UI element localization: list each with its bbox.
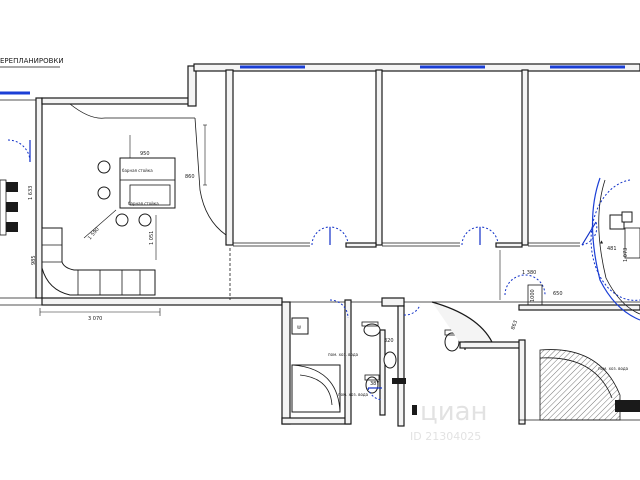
outer-walls <box>41 63 640 311</box>
dim-1051: 1 051 <box>149 231 155 245</box>
watermark-id: ID 21304025 <box>410 430 481 443</box>
dim-marker: ▲ <box>600 239 604 244</box>
dim-985: 985 <box>31 255 37 265</box>
chair-icon <box>6 182 18 192</box>
door-arc <box>367 387 383 401</box>
door-arc <box>403 304 421 316</box>
bar-counter-top-label: барная стойка <box>122 168 153 173</box>
dim-320: 320 <box>384 338 394 344</box>
left-wall <box>35 97 43 299</box>
stool <box>97 160 111 174</box>
door-arc <box>590 179 640 301</box>
dim-1000: 1000 <box>530 289 536 302</box>
dim-1380: 1 380 <box>522 270 536 276</box>
door-arc <box>461 226 481 246</box>
spiral-stair <box>539 349 621 421</box>
left-strip <box>0 91 43 306</box>
bar-counter-bottom-label: барная стойка <box>128 201 159 206</box>
sofa <box>41 227 156 296</box>
bedroom-partitions <box>225 69 598 248</box>
right-hall: 481 1 073 ▲ 1 380 1000 863 650 пом. хоз.… <box>499 177 640 425</box>
chair-icon <box>6 202 18 212</box>
dim-1073: 1 073 <box>623 248 629 262</box>
watermark-logo: циан <box>420 397 488 427</box>
washing-machine <box>291 317 309 335</box>
dim-1633: 1 633 <box>28 186 34 200</box>
stool <box>97 186 111 200</box>
stool <box>138 213 152 227</box>
door-arc <box>329 299 349 319</box>
dim-387: 387 <box>370 381 380 387</box>
stool <box>115 213 129 227</box>
toilet <box>365 376 379 394</box>
toilet <box>444 332 460 352</box>
door-arc <box>479 226 499 246</box>
door-arc <box>329 226 349 246</box>
door-arc <box>311 226 331 246</box>
dim-950: 950 <box>140 151 150 157</box>
bottom-wall-left <box>41 297 283 306</box>
dim-860: 860 <box>185 174 195 180</box>
top-wall <box>193 63 640 72</box>
shower-tray <box>291 364 341 413</box>
plan-title: ЕРЕПЛАНИРОВКИ <box>0 57 64 65</box>
dim-650: 650 <box>553 291 563 297</box>
chair-icon <box>6 222 18 232</box>
door-arc-left <box>7 139 31 163</box>
dim-481: 481 <box>607 246 617 252</box>
bath-label: пом. хоз. вода <box>338 392 369 397</box>
washer-label: W <box>297 325 301 330</box>
dim-3070: 3 070 <box>88 316 102 322</box>
sink <box>363 323 381 337</box>
right-room-label: пом. хоз. вода <box>598 366 629 371</box>
dim-1590: 1 590 <box>87 226 101 241</box>
dim-863: 863 <box>510 320 519 331</box>
wc-label: пом. хоз. вода <box>328 352 359 357</box>
living-room: барная стойка барная стойка 3 070 1 633 … <box>28 103 231 322</box>
bar-counter <box>119 157 176 209</box>
toilet <box>383 351 397 369</box>
bathroom-block: W пом. хоз. вода пом. хоз. вода 320 387 <box>281 297 521 427</box>
